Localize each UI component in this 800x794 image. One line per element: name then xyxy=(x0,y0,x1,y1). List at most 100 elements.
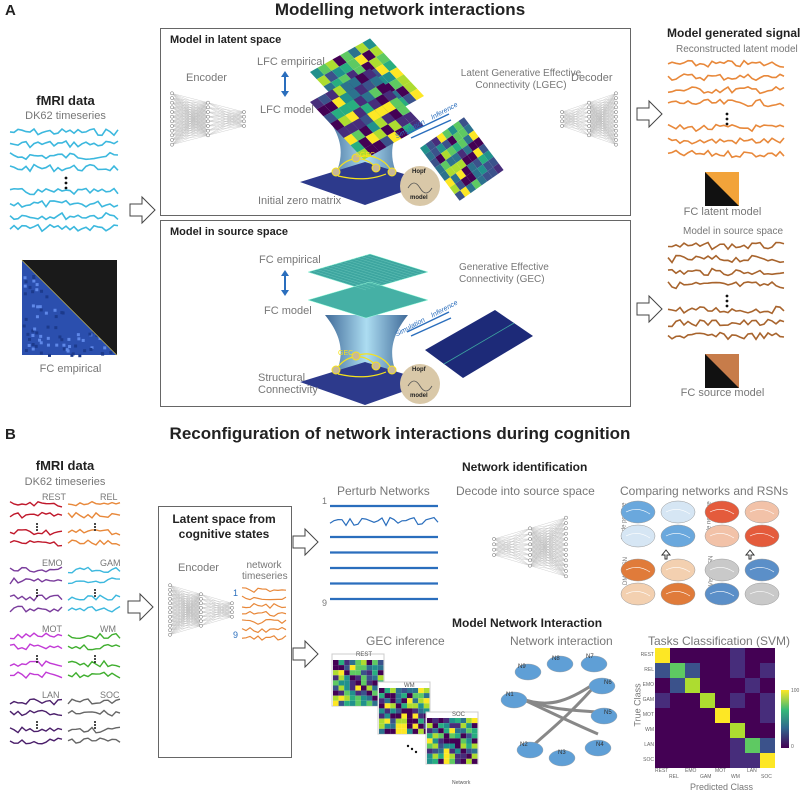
nn-edge xyxy=(200,603,233,608)
network-node xyxy=(548,749,576,767)
matrix-cell xyxy=(379,135,394,147)
nn-edge xyxy=(493,528,531,556)
fc-cell xyxy=(35,288,39,292)
ellipsis-dot xyxy=(94,589,96,591)
nn-edge xyxy=(169,594,202,613)
nn-edge xyxy=(561,116,590,127)
col-label-rel: REL xyxy=(669,774,679,780)
brain-shape xyxy=(620,500,656,524)
gec-cell xyxy=(395,723,402,729)
grid-line xyxy=(343,261,402,280)
gec-cell xyxy=(449,733,455,739)
gec-cell xyxy=(361,670,367,676)
nn-edge xyxy=(207,111,245,127)
matrix-cell xyxy=(435,153,446,164)
confusion-cell xyxy=(730,678,745,693)
fc-cell xyxy=(103,346,107,350)
fc-empirical-label: FC empirical xyxy=(39,363,102,375)
nn-edge xyxy=(169,594,202,626)
nn-node xyxy=(206,124,210,128)
nn-edge xyxy=(171,102,209,145)
confusion-cell xyxy=(745,693,760,708)
confusion-cell xyxy=(655,648,670,663)
ellipsis-dot xyxy=(36,727,38,729)
network-node xyxy=(546,655,574,673)
confusion-cell xyxy=(715,708,730,723)
latent-signals xyxy=(667,59,785,159)
ellipsis-dot xyxy=(94,661,96,663)
fc-cell xyxy=(26,332,30,336)
svm-confusion-matrix xyxy=(655,648,775,768)
matrix-cell xyxy=(476,174,488,186)
gec-cell xyxy=(432,758,439,764)
gec-cell xyxy=(438,733,444,739)
nn-node xyxy=(614,119,618,124)
section-a-title: Modelling network interactions xyxy=(274,0,526,19)
nn-node xyxy=(560,124,564,128)
nn-node xyxy=(242,124,246,128)
matrix-cell xyxy=(396,104,411,116)
matrix-cell xyxy=(440,149,452,161)
gec-cell xyxy=(432,718,439,724)
gec-cell xyxy=(344,700,350,706)
confusion-cell xyxy=(730,663,745,678)
nn-node xyxy=(564,569,568,573)
gec-cell xyxy=(455,743,461,749)
confusion-cell xyxy=(745,678,760,693)
matrix-cell xyxy=(362,38,377,50)
nn-edge xyxy=(588,107,617,136)
task-label-lan: LAN xyxy=(42,690,60,700)
matrix-cell xyxy=(340,81,355,93)
svm-row-labels: REST REL EMO GAM MOT WM LAN SOC xyxy=(626,648,656,768)
gec-cell xyxy=(438,718,444,724)
fc-cell xyxy=(45,295,49,299)
row-label-lan: LAN xyxy=(644,742,654,748)
gec-cell xyxy=(333,675,339,681)
timeseries-line xyxy=(9,223,119,233)
brain-sulcus xyxy=(709,533,735,539)
nn-edge xyxy=(169,594,202,635)
gec-cell xyxy=(449,728,455,734)
network-line xyxy=(241,602,287,609)
nn-edge xyxy=(200,603,233,613)
gec-cell xyxy=(466,718,472,724)
matrix-cell xyxy=(471,168,483,179)
ellipsis-dot xyxy=(725,304,729,308)
network-line xyxy=(241,587,287,594)
nn-node xyxy=(492,547,496,552)
gec-cell xyxy=(372,690,378,696)
nn-node xyxy=(170,100,174,105)
gec-cell xyxy=(443,753,450,759)
nn-node xyxy=(170,96,174,100)
ellipsis-dot xyxy=(94,655,96,657)
network-interaction-label: Network interaction xyxy=(510,634,613,648)
task-line xyxy=(9,660,63,668)
gec-cell xyxy=(372,680,378,686)
matrix-cell xyxy=(445,156,457,167)
arrow-right-icon xyxy=(127,592,154,622)
nn-edge xyxy=(529,517,567,545)
gec-cell xyxy=(366,695,373,701)
matrix-cell xyxy=(354,54,369,66)
nn-node xyxy=(170,142,174,147)
encoder-network-icon xyxy=(170,91,246,147)
task-line xyxy=(9,594,63,602)
nn-node xyxy=(614,110,618,114)
nn-node xyxy=(170,91,174,96)
nn-node xyxy=(199,614,203,619)
gec-cell xyxy=(384,708,391,714)
brain-sulcus xyxy=(749,591,775,597)
fc-cell xyxy=(22,324,26,328)
node-label-n9: N9 xyxy=(518,664,526,670)
matrix-cell xyxy=(396,74,411,86)
brain-sulcus xyxy=(749,533,775,539)
gec-cell xyxy=(372,660,378,666)
fc-cell xyxy=(67,337,71,341)
nn-edge xyxy=(529,544,567,566)
matrix-cell xyxy=(403,111,418,123)
nn-edge xyxy=(207,111,245,122)
confusion-cell xyxy=(700,678,715,693)
gec-cell xyxy=(438,723,444,729)
matrix-cell xyxy=(461,155,473,166)
perturb-first-index: 1 xyxy=(322,496,328,506)
